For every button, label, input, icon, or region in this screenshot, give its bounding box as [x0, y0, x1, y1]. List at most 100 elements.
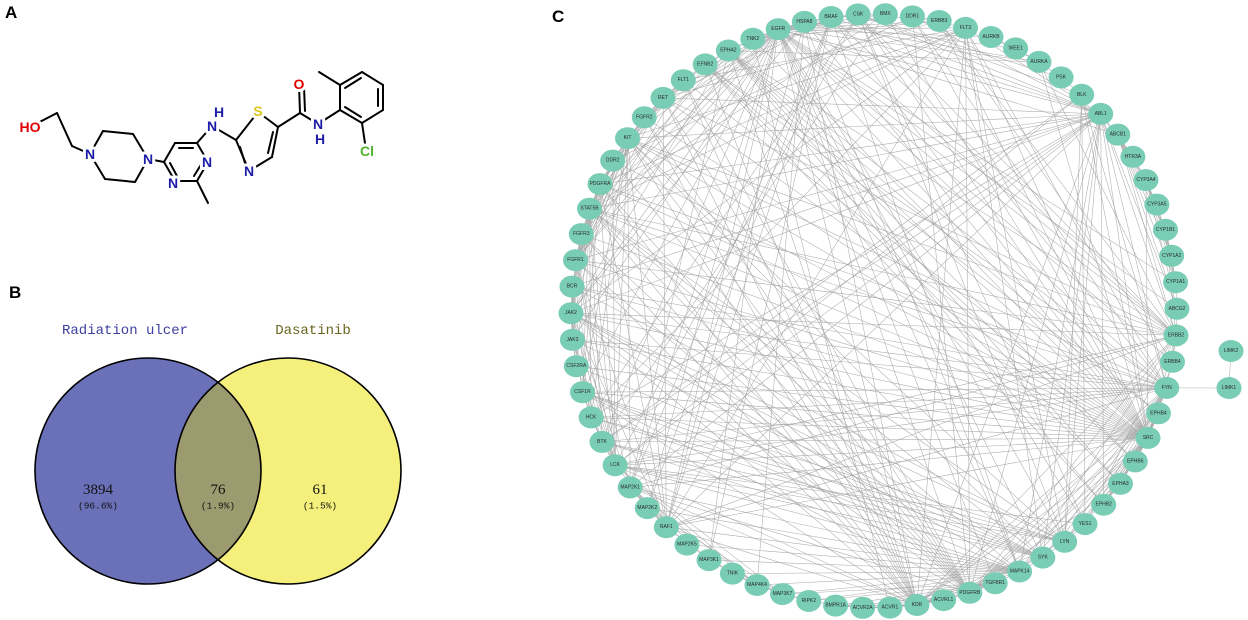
atom-amide-n: N [313, 116, 323, 132]
network-edge [808, 571, 1020, 602]
network-edge [804, 21, 918, 606]
network-edge [570, 313, 583, 393]
panel-label-c: C [552, 7, 564, 26]
node-circle [559, 328, 585, 351]
node-circle [1030, 546, 1056, 569]
atom-amine-n: N [207, 118, 217, 134]
network-node: KIT [615, 127, 640, 150]
network-node: MAPK14 [1007, 560, 1033, 583]
network-edge [582, 29, 779, 393]
network-edge [777, 29, 1065, 542]
node-circle [715, 39, 741, 62]
network-edge [575, 259, 1149, 439]
network-edge [612, 160, 971, 593]
node-circle [1153, 218, 1178, 241]
network-edge [627, 27, 966, 139]
node-label: EPHA3 [1112, 481, 1129, 487]
network-edge [615, 387, 1167, 466]
network-edge [778, 28, 1176, 283]
node-circle [982, 572, 1008, 595]
node-circle [926, 10, 952, 32]
node-label: DDR1 [906, 13, 920, 19]
node-circle [634, 497, 660, 520]
node-label: TGFBR1 [985, 580, 1005, 586]
network-node: AURKA [1026, 50, 1052, 73]
node-circle [1144, 193, 1170, 216]
network-edge [1081, 94, 1167, 388]
node-label: CYP3A4 [1136, 177, 1155, 183]
network-node: CYP1B1 [1153, 218, 1178, 241]
network-edge [916, 387, 1167, 606]
node-label: HTR3A [1125, 154, 1142, 160]
network-edge [938, 20, 1173, 362]
node-label: HCK [586, 414, 597, 420]
network-edge [1019, 113, 1101, 572]
node-circle [978, 26, 1004, 48]
node-circle [1218, 340, 1244, 362]
network-edge [858, 14, 1082, 96]
network-edge [615, 464, 1043, 558]
network-edge [627, 137, 1149, 439]
network-node: RET [650, 86, 676, 109]
network-edge [644, 16, 832, 118]
atom-carbonyl-o: O [294, 76, 305, 92]
network-edge [1042, 113, 1101, 558]
network-edge [1042, 387, 1167, 558]
network-edge [916, 27, 966, 606]
node-label: CYP3A5 [1147, 202, 1166, 208]
network-edge [599, 183, 1167, 389]
panel-label-a: A [5, 3, 17, 22]
node-label: CYP1A1 [1166, 279, 1185, 285]
node-circle [818, 6, 844, 28]
node-circle [1007, 560, 1033, 583]
venn-outline-right [174, 357, 402, 585]
node-label: RAF1 [660, 524, 673, 530]
network-node: FYN [1154, 376, 1180, 399]
bond [299, 112, 319, 125]
node-circle [1069, 83, 1095, 106]
network-edge [590, 138, 628, 418]
network-edge [589, 208, 592, 418]
network-node: ABCG2 [1164, 297, 1190, 320]
bond [361, 109, 384, 124]
node-label: PDGFRB [959, 590, 981, 596]
network-edge [575, 80, 684, 261]
node-circle [674, 533, 700, 556]
network-node: BMX [872, 3, 898, 26]
network-edge [804, 21, 1016, 49]
network-edge [572, 29, 779, 340]
bond [344, 106, 362, 118]
network-edge [589, 208, 1065, 543]
node-circle [617, 476, 643, 499]
node-label: ABCG2 [1169, 306, 1186, 312]
network-edge [1064, 94, 1082, 542]
network-node: PDGFRB [957, 581, 983, 604]
panel-label-b: B [9, 283, 21, 302]
node-label: LCK [610, 462, 620, 468]
network-edge [857, 14, 1065, 542]
network-node: JAK2 [558, 302, 584, 325]
node-circle [1048, 66, 1074, 89]
node-circle [872, 3, 898, 26]
network-node: CSF2RA [563, 355, 589, 378]
network-edge [916, 582, 996, 606]
node-circle [602, 454, 628, 477]
network-edge [728, 50, 1040, 63]
node-circle [1120, 145, 1146, 168]
network-edge [615, 464, 1065, 543]
network-node: BTK [589, 430, 615, 453]
network-edge [572, 339, 1167, 389]
network-node: STAT5B [577, 197, 602, 220]
node-circle [1146, 402, 1171, 425]
node-label: ERBB2 [1168, 332, 1185, 338]
node-label: FGFR1 [567, 257, 584, 263]
node-label: FGFR2 [636, 114, 653, 120]
network-edge [570, 50, 729, 314]
chemical-structure: HO N N N N N H S N O N H Cl [17, 71, 384, 204]
bond [339, 71, 363, 86]
network-edge [627, 137, 1065, 543]
network-edge [599, 27, 966, 185]
network-node: RIPK2 [796, 590, 822, 612]
venn-percent-left: (96.6%) [78, 501, 118, 512]
network-edge [644, 117, 1149, 439]
